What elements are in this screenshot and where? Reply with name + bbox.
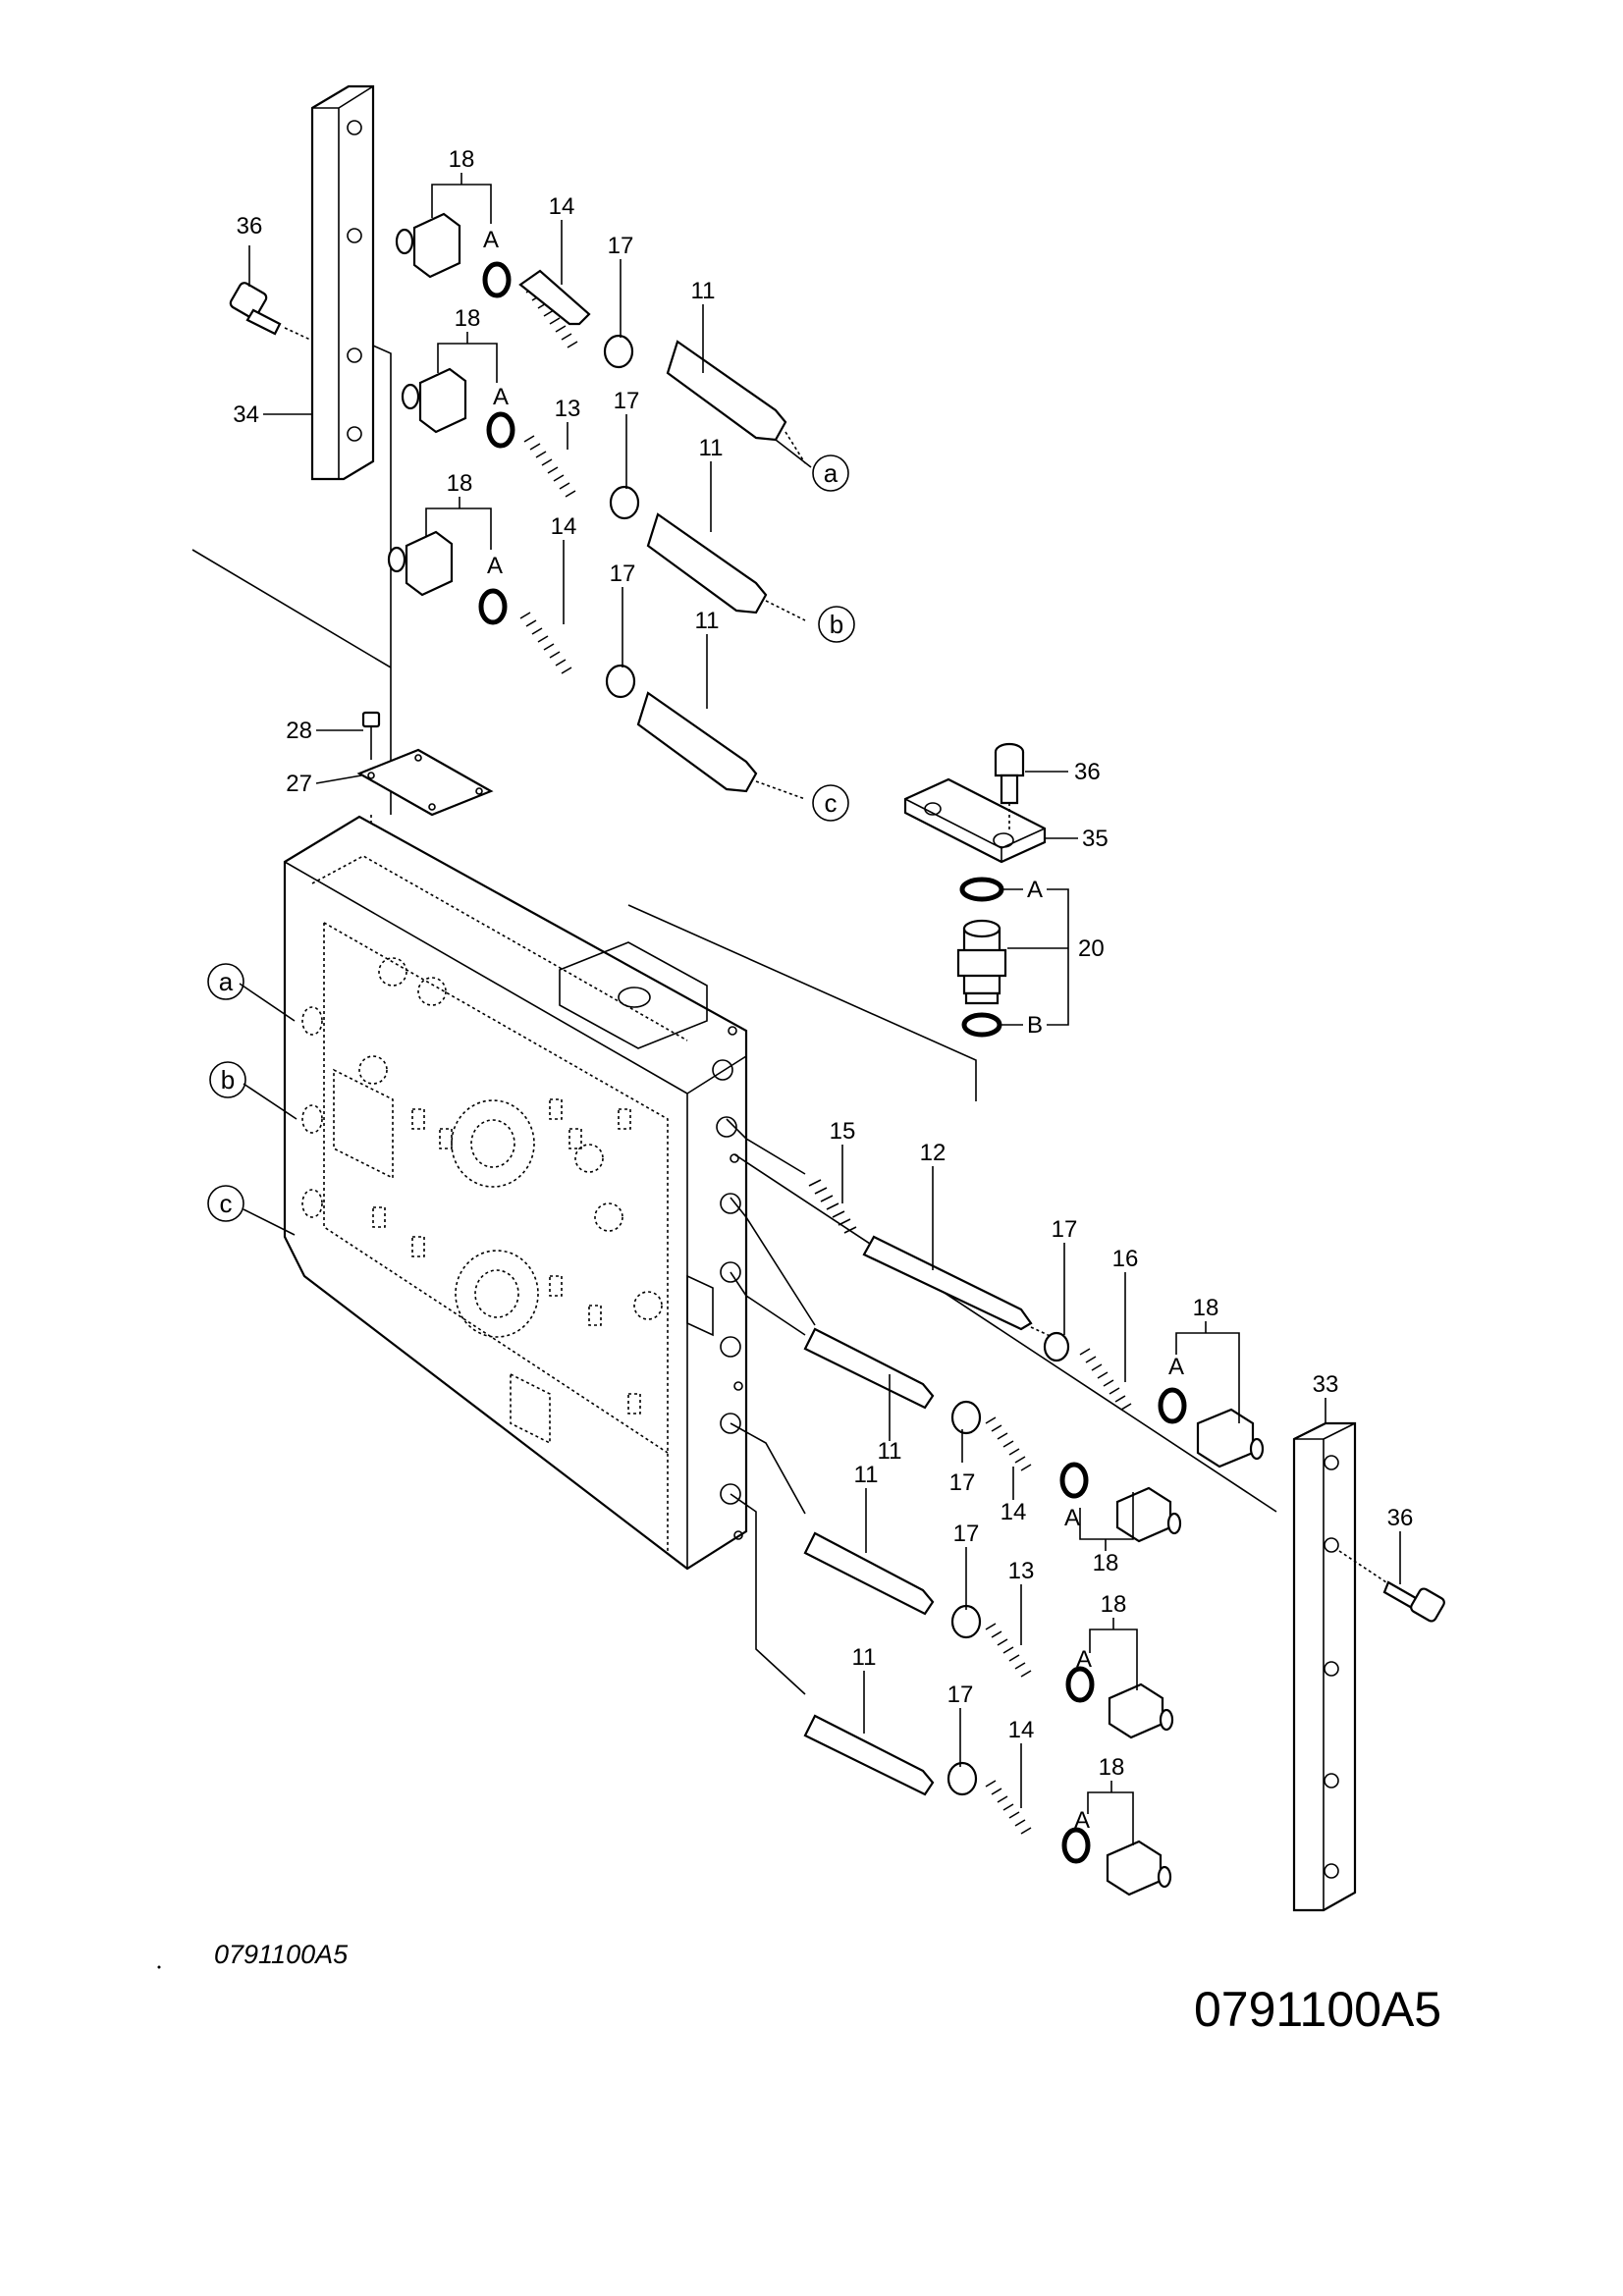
callout-11: 11 xyxy=(878,1438,902,1465)
upper-spool-row-1 xyxy=(395,212,806,464)
circle-c-right: c xyxy=(812,784,849,822)
callout-20: 20 xyxy=(1078,935,1105,962)
upper-spool-row-2 xyxy=(401,367,806,621)
callout-18: 18 xyxy=(455,305,481,332)
spool-12 xyxy=(862,1235,1057,1340)
circle-b-left: b xyxy=(209,1061,246,1098)
circle-b-right: b xyxy=(818,606,855,643)
bolt-36-top xyxy=(994,742,1025,832)
side-plate-33 xyxy=(1292,1421,1357,1912)
callout-13: 13 xyxy=(555,396,581,422)
callout-14: 14 xyxy=(549,193,575,220)
callout-35: 35 xyxy=(1082,826,1109,852)
svg-text:b: b xyxy=(221,1065,235,1095)
check-valve-20 xyxy=(956,877,1007,1038)
lower-row-13 xyxy=(803,1531,1174,1739)
callout-A: A xyxy=(1027,877,1043,903)
callout-18: 18 xyxy=(1101,1591,1127,1618)
svg-text:a: a xyxy=(219,967,234,996)
callout-17: 17 xyxy=(610,561,636,587)
callout-33: 33 xyxy=(1313,1371,1339,1398)
callout-labels: 18 A 14 17 11 18 A 13 17 11 18 A 14 17 1… xyxy=(233,146,1413,1834)
callout-27: 27 xyxy=(286,771,312,797)
callout-14: 14 xyxy=(551,513,577,540)
callout-36: 36 xyxy=(1074,759,1101,785)
callout-14: 14 xyxy=(1001,1499,1027,1525)
callout-A: A xyxy=(1076,1646,1092,1673)
callout-18: 18 xyxy=(447,470,473,497)
plate-35 xyxy=(903,777,1047,864)
callout-A: A xyxy=(1064,1505,1080,1531)
circle-a-left: a xyxy=(207,963,244,1000)
leader-lines xyxy=(239,173,1401,1845)
callout-18: 18 xyxy=(1193,1295,1219,1321)
callout-11: 11 xyxy=(695,608,720,634)
cover-plate-27 xyxy=(356,748,494,817)
callout-A: A xyxy=(483,227,499,253)
bolt-36-right xyxy=(1338,1550,1445,1623)
callout-13: 13 xyxy=(1008,1558,1035,1584)
callout-18: 18 xyxy=(1093,1550,1119,1576)
svg-text:a: a xyxy=(824,458,839,488)
callout-36: 36 xyxy=(237,213,263,240)
svg-text:c: c xyxy=(825,788,838,818)
callout-14: 14 xyxy=(1008,1717,1035,1743)
callout-36: 36 xyxy=(1387,1505,1414,1531)
callout-A: A xyxy=(1074,1807,1090,1834)
circle-a-right: a xyxy=(812,454,849,492)
callout-34: 34 xyxy=(233,401,259,428)
callout-A: A xyxy=(493,384,509,410)
callout-15: 15 xyxy=(830,1118,856,1145)
lower-row-16 xyxy=(1043,1331,1265,1468)
callout-11: 11 xyxy=(852,1644,877,1671)
circle-c-left: c xyxy=(207,1185,244,1222)
callout-17: 17 xyxy=(1052,1216,1078,1243)
callout-17: 17 xyxy=(949,1469,976,1496)
callout-17: 17 xyxy=(953,1521,980,1547)
spring-15 xyxy=(808,1179,857,1234)
callout-11: 11 xyxy=(699,435,724,461)
callout-17: 17 xyxy=(608,233,634,259)
callout-11: 11 xyxy=(854,1462,879,1488)
callout-A: A xyxy=(1168,1354,1184,1380)
bolt-36-left xyxy=(229,282,311,341)
lower-row-14-b xyxy=(803,1714,1172,1896)
callout-28: 28 xyxy=(286,718,312,744)
side-plate-34 xyxy=(310,84,375,481)
callout-B: B xyxy=(1027,1012,1043,1039)
callout-16: 16 xyxy=(1112,1246,1139,1272)
svg-text:b: b xyxy=(830,610,843,639)
lower-row-14-a xyxy=(803,1327,1182,1543)
callout-12: 12 xyxy=(920,1140,947,1166)
upper-spool-row-3 xyxy=(387,530,806,800)
callout-18: 18 xyxy=(449,146,475,173)
figure-code-small: 0791100A5 xyxy=(214,1940,349,1969)
callout-17: 17 xyxy=(614,388,640,414)
valve-housing xyxy=(283,815,748,1571)
callout-A: A xyxy=(487,553,503,579)
callout-17: 17 xyxy=(947,1682,974,1708)
figure-code-large: 0791100A5 xyxy=(1194,1982,1441,2037)
callout-11: 11 xyxy=(691,278,716,304)
callout-18: 18 xyxy=(1099,1754,1125,1781)
svg-text:c: c xyxy=(220,1189,233,1218)
